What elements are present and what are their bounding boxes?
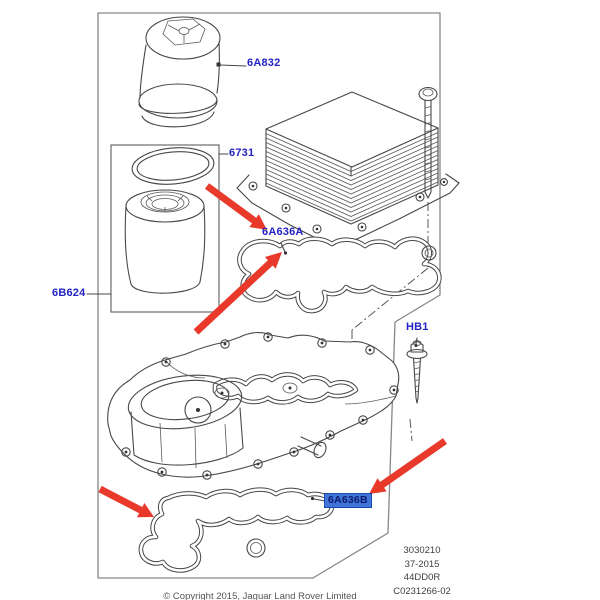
oil-cooler-drawing: [236, 86, 460, 244]
callout-6731[interactable]: 6731: [229, 147, 255, 159]
copyright-notice: © Copyright 2015, Jaguar Land Rover Limi…: [163, 591, 357, 600]
red-arrow-bottom-right: [369, 438, 447, 494]
figure-date: 37-2015: [404, 558, 440, 570]
callout-6A832[interactable]: 6A832: [247, 57, 281, 69]
hb1-bolt-drawing: [406, 340, 428, 404]
filter-element-drawing: [124, 189, 206, 294]
drawing-number: C0231266-02: [393, 585, 451, 597]
upper-gasket-drawing: [239, 239, 439, 311]
callout-HB1[interactable]: HB1: [406, 321, 429, 333]
red-arrow-lower-left-to-gasket: [193, 252, 282, 335]
red-arrow-bottom-left: [98, 485, 154, 518]
housing-drawing: [107, 332, 400, 480]
red-arrow-upper-left: [204, 183, 267, 230]
lower-gasket-drawing: [141, 490, 332, 571]
filter-kit-box: [110, 144, 220, 313]
o-ring-drawing: [131, 147, 215, 185]
red-pointer-arrows: [98, 183, 447, 518]
leader-lines: [86, 62, 418, 502]
filter-cap-drawing: [138, 16, 221, 128]
callout-6A636B-selected[interactable]: 6A636B: [324, 493, 372, 508]
callout-6B624[interactable]: 6B624: [52, 287, 86, 299]
figure-code: 44DD0R: [403, 572, 441, 583]
figure-reference-block: 3030210 37-2015 44DD0R C0231266-02: [378, 544, 466, 598]
cooler-bolt-drawing: [418, 86, 438, 199]
figure-number: 3030210: [403, 545, 441, 556]
callout-6A636A[interactable]: 6A636A: [262, 226, 304, 238]
diagram-border: [97, 12, 441, 579]
